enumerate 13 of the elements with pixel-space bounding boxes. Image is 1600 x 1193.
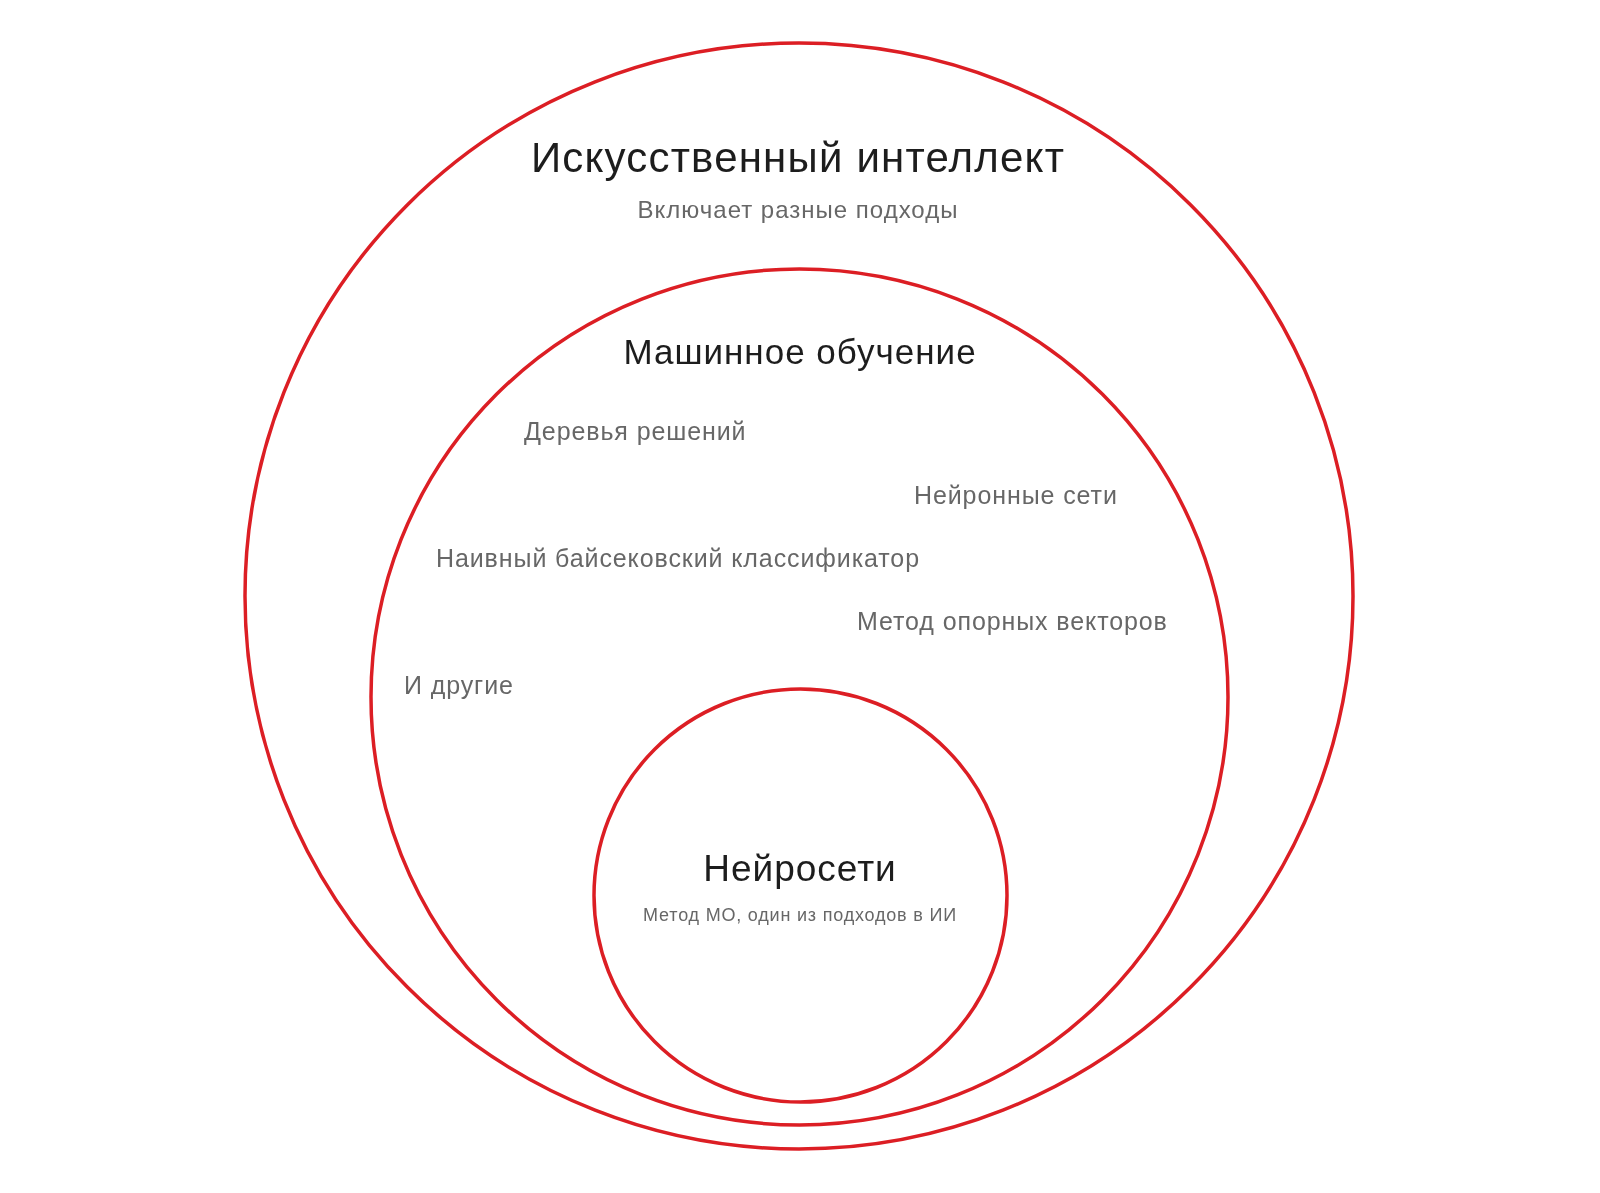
- circle-title: Искусственный интеллект: [530, 133, 1066, 183]
- method-label: И другие: [404, 670, 514, 700]
- inner-circle: [592, 687, 1009, 1104]
- method-label: Метод опорных векторов: [857, 606, 1168, 636]
- method-label: Деревья решений: [524, 416, 747, 446]
- method-label: Наивный байсековский классификатор: [436, 543, 920, 573]
- circle-title: Нейросети: [703, 847, 897, 891]
- middle-circle: [369, 267, 1230, 1127]
- outer-circle: [243, 41, 1355, 1151]
- circle-title: Машинное обучение: [623, 331, 977, 373]
- method-label: Нейронные сети: [914, 480, 1118, 510]
- circle-subtitle: Метод МО, один из подходов в ИИ: [643, 904, 957, 926]
- circle-subtitle: Включает разные подходы: [637, 196, 959, 224]
